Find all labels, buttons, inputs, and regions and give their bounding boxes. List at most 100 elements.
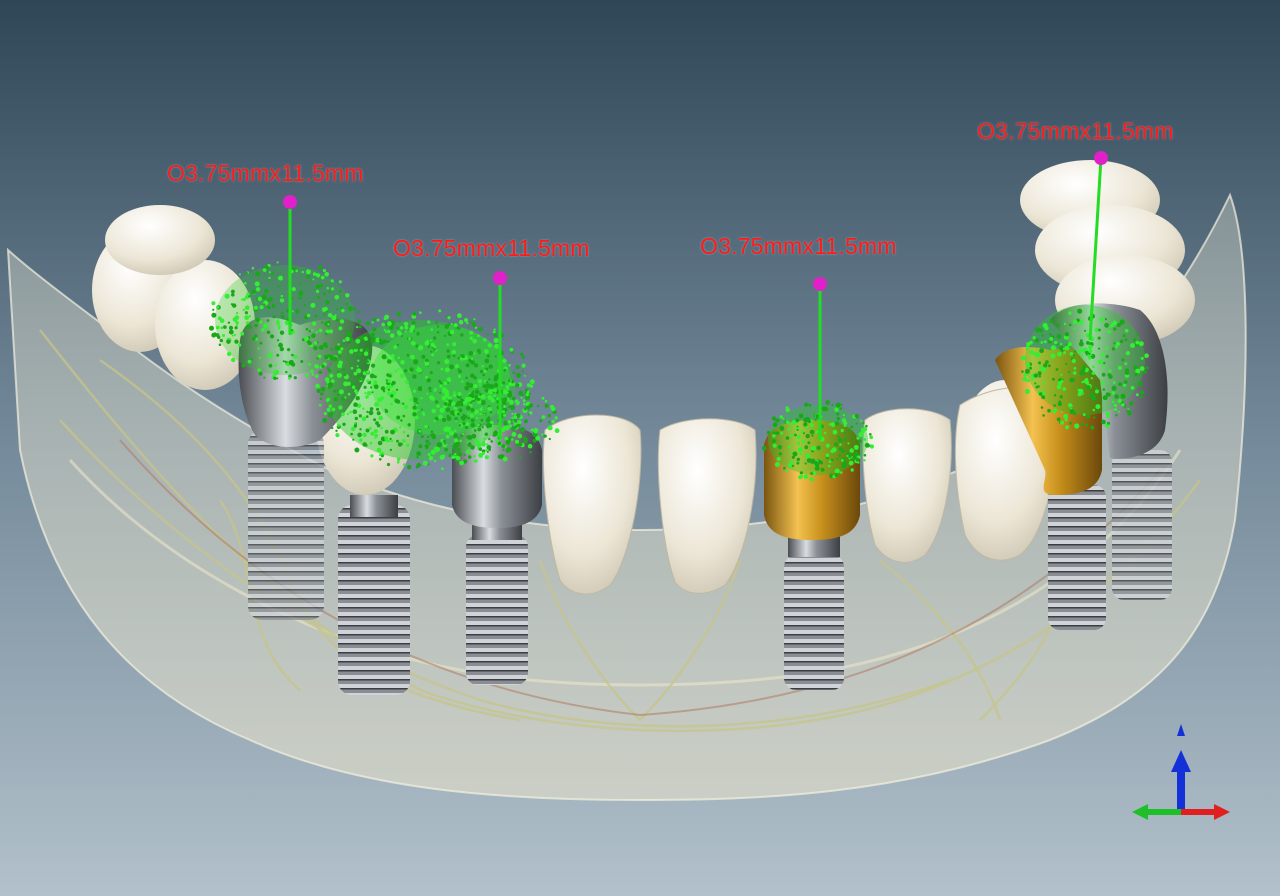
density-dot [426,378,431,383]
density-dot [300,349,303,352]
density-dot [242,298,246,301]
density-dot [1133,338,1137,342]
density-dot [847,442,850,445]
density-dot [477,378,483,384]
density-dot [474,389,480,395]
density-dot [445,426,450,431]
implant-label-3[interactable]: O3.75mmx11.5mm [700,233,897,259]
density-dot [1113,342,1116,345]
density-dot [1025,362,1031,368]
density-dot [1059,395,1064,399]
entry-point-2[interactable] [493,271,507,285]
density-dot [338,360,343,366]
density-dot [544,403,549,408]
density-dot [307,341,312,346]
density-dot [477,348,481,353]
density-dot [1073,367,1077,370]
entry-point-3[interactable] [813,277,827,291]
density-dot [494,343,500,349]
density-dot [235,320,239,325]
density-dot [468,383,474,388]
density-dot [331,315,337,321]
density-dot [1039,392,1043,396]
density-dot [1050,353,1056,359]
density-dot [525,395,530,401]
density-dot [1114,394,1119,399]
density-dot [389,324,394,330]
density-dot [324,272,330,277]
density-dot [448,396,452,400]
density-dot [273,376,277,380]
density-dot [365,428,370,433]
entry-point-1[interactable] [283,195,297,209]
density-dot [449,329,455,335]
density-dot [487,406,492,412]
implant-label-4[interactable]: O3.75mmx11.5mm [977,118,1174,144]
density-dot [276,339,280,342]
density-dot [469,330,474,335]
implant-label-1[interactable]: O3.75mmx11.5mm [167,160,364,186]
density-dot [1078,341,1084,347]
density-dot [771,439,776,444]
density-dot [404,330,407,333]
density-dot [311,329,314,332]
density-dot [1091,395,1097,401]
density-dot [291,287,296,292]
density-dot [478,452,484,458]
density-dot [869,433,872,436]
density-dot [445,407,451,413]
density-dot [374,433,379,438]
density-dot [855,422,858,425]
density-dot [1108,369,1112,373]
density-dot [402,430,406,434]
density-dot [443,402,448,406]
density-dot [1063,351,1066,355]
teeth-incisors[interactable] [543,386,1057,595]
density-dot [828,460,832,463]
density-dot [526,383,531,387]
implant-3[interactable] [452,425,542,685]
density-dot [808,403,812,407]
density-dot [457,392,462,397]
density-dot [1041,391,1046,396]
density-dot [262,268,267,272]
density-dot [467,448,470,452]
density-dot [1072,319,1078,325]
density-dot [327,313,333,318]
density-dot [325,398,330,402]
density-dot [478,327,484,332]
implant-label-2[interactable]: O3.75mmx11.5mm [393,235,590,261]
density-dot [436,325,440,328]
density-dot [847,429,850,432]
density-dot [1093,416,1096,419]
density-dot [349,349,354,354]
density-dot [513,415,518,420]
density-dot [276,319,280,322]
density-dot [458,424,462,427]
density-dot [343,381,349,387]
density-dot [507,379,511,383]
axis-orientation-gizmo[interactable] [1126,720,1236,830]
density-dot [390,394,394,398]
density-dot [366,410,369,414]
density-dot [1092,408,1096,412]
density-dot [775,418,780,423]
density-dot [481,365,484,368]
implant-5[interactable] [995,303,1172,630]
density-dot [277,327,281,330]
density-dot [1049,319,1054,324]
density-dot [413,359,419,365]
density-dot [511,412,514,416]
density-dot [312,272,317,276]
density-dot [293,354,298,359]
entry-point-4[interactable] [1094,151,1108,165]
density-dot [317,354,322,359]
density-dot [1115,341,1120,347]
density-dot [361,377,365,381]
density-dot [1068,323,1072,327]
density-dot [419,311,422,315]
density-dot [1102,395,1108,401]
implant-2[interactable] [338,495,410,695]
